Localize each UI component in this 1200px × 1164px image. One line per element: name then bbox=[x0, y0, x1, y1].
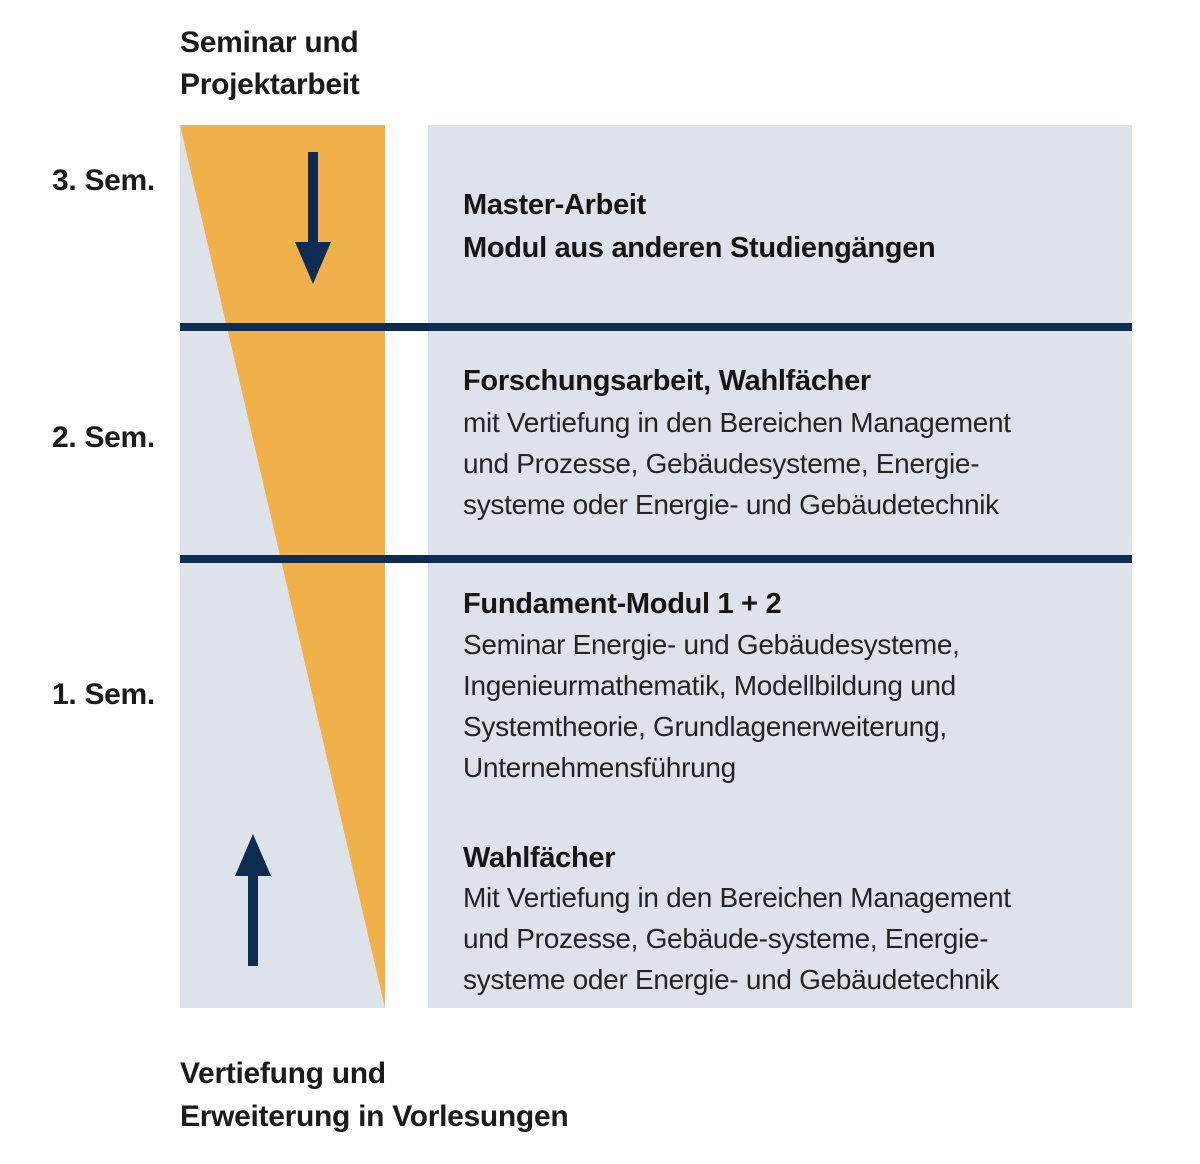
section-body-line: systeme oder Energie- und Gebäudetechnik bbox=[463, 489, 999, 520]
semester-label-2: 2. Sem. bbox=[52, 421, 155, 454]
section-forschungsarbeit: Forschungsarbeit, Wahlfächer mit Vertief… bbox=[463, 360, 1011, 525]
section-body-line: Seminar Energie- und Gebäudesysteme, bbox=[463, 629, 960, 660]
semester-label-1: 1. Sem. bbox=[52, 678, 155, 711]
top-axis-label-line1: Seminar und bbox=[180, 26, 359, 59]
section-body-line: systeme oder Energie- und Gebäudetechnik bbox=[463, 964, 999, 995]
section-body-line: Ingenieurmathematik, Modellbildung und bbox=[463, 670, 956, 701]
section-body-line: und Prozesse, Gebäudesysteme, Energie- bbox=[463, 448, 980, 479]
up-arrow-icon bbox=[232, 834, 274, 966]
section-title-line: Wahlfächer bbox=[463, 842, 616, 874]
divider-line-sem2-sem1 bbox=[180, 555, 1132, 563]
divider-line-sem3-sem2 bbox=[180, 323, 1132, 331]
content-panel-background bbox=[428, 125, 1132, 1008]
section-title-line: Modul aus anderen Studiengängen bbox=[463, 232, 936, 264]
section-title-line: Master-Arbeit bbox=[463, 189, 647, 221]
top-axis-label-line2: Projektarbeit bbox=[180, 68, 360, 101]
down-arrow-icon bbox=[292, 152, 334, 284]
section-title-line: Fundament-Modul 1 + 2 bbox=[463, 588, 782, 620]
section-body-line: Mit Vertiefung in den Bereichen Manageme… bbox=[463, 882, 1011, 913]
top-axis-label: Seminar und Projektarbeit bbox=[180, 22, 360, 106]
section-title-line: Forschungsarbeit, Wahlfächer bbox=[463, 365, 871, 397]
section-body-line: und Prozesse, Gebäude-systeme, Energie- bbox=[463, 923, 989, 954]
bottom-axis-label-line2: Erweiterung in Vorlesungen bbox=[180, 1100, 569, 1133]
section-body-line: Systemtheorie, Grundlagenerweiterung, bbox=[463, 711, 947, 742]
bottom-axis-label: Vertiefung und Erweiterung in Vorlesunge… bbox=[180, 1052, 569, 1138]
section-master-arbeit: Master-Arbeit Modul aus anderen Studieng… bbox=[463, 184, 936, 270]
section-wahlfaecher: Wahlfächer Mit Vertiefung in den Bereich… bbox=[463, 839, 1011, 1000]
section-fundament-modul: Fundament-Modul 1 + 2 Seminar Energie- u… bbox=[463, 584, 960, 788]
section-body-line: Unternehmensführung bbox=[463, 752, 736, 783]
section-body-line: mit Vertiefung in den Bereichen Manageme… bbox=[463, 407, 1011, 438]
semester-label-3: 3. Sem. bbox=[52, 164, 155, 197]
bottom-axis-label-line1: Vertiefung und bbox=[180, 1057, 386, 1090]
